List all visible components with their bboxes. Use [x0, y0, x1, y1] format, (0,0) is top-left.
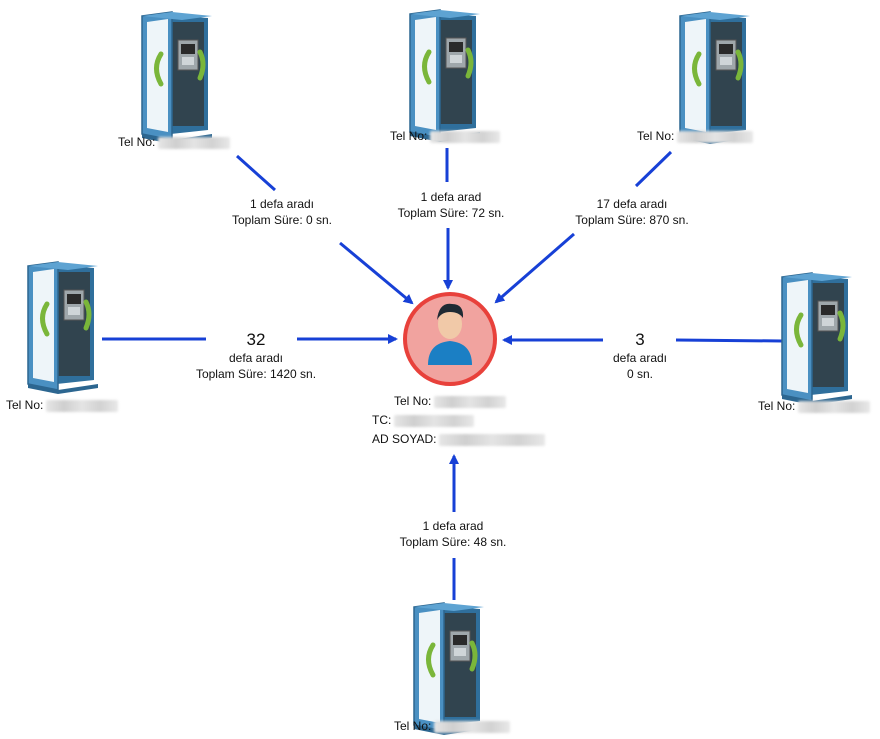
edge-total-duration: Toplam Süre: 48 sn.	[399, 535, 507, 549]
tel-no-label: Tel No:	[394, 719, 432, 733]
phone-booth-top-right-icon	[680, 12, 750, 144]
edge-call-count-number: 32	[246, 330, 266, 349]
phone-label-right: Tel No:	[758, 398, 871, 414]
phone-label-left: Tel No:	[6, 397, 119, 413]
redacted-number	[798, 400, 871, 413]
edge-label-left: 32 defa aradı Toplam Süre: 1420 sn.	[186, 330, 326, 382]
edge-call-count: defa aradı	[228, 351, 284, 365]
tel-no-label: Tel No:	[390, 129, 428, 143]
edge-top-right-arrow	[634, 150, 673, 188]
edge-total-duration: Toplam Süre: 72 sn.	[397, 206, 505, 220]
center-tel-text: Tel No:	[394, 394, 432, 408]
center-tc-text: TC:	[372, 413, 392, 427]
redacted-name	[439, 433, 546, 446]
edges	[102, 148, 783, 600]
edge-total-duration: Toplam Süre: 870 sn.	[575, 213, 689, 227]
center-name-text: AD SOYAD:	[372, 432, 437, 446]
redacted-number	[158, 136, 231, 149]
tel-no-label: Tel No:	[118, 135, 156, 149]
tel-no-label: Tel No:	[6, 398, 44, 412]
phone-booth-bottom-icon	[414, 603, 484, 735]
edge-call-count: defa aradı	[612, 351, 668, 365]
redacted-number	[430, 130, 501, 143]
edge-label-right: 3 defa aradı 0 sn.	[598, 330, 682, 382]
edge-total-duration: 0 sn.	[626, 367, 653, 381]
phone-booth-top-center-icon	[410, 10, 480, 142]
person-avatar-icon	[428, 303, 472, 365]
redacted-number	[434, 720, 511, 733]
phone-label-top-right: Tel No:	[637, 128, 754, 144]
phone-label-bottom: Tel No:	[394, 718, 511, 734]
center-tel-label: Tel No:	[394, 393, 507, 409]
redacted-number	[46, 399, 119, 412]
phone-label-top-left: Tel No:	[118, 134, 231, 150]
center-tc-label: TC:	[372, 412, 475, 428]
edge-top-left-arrow	[235, 154, 277, 192]
edge-label-top-left: 1 defa aradı Toplam Süre: 0 sn.	[222, 196, 342, 228]
edge-top-left-arrow-head	[339, 241, 414, 305]
center-person-node	[403, 292, 497, 386]
phone-booth-left-icon	[28, 262, 98, 394]
edge-call-count: 1 defa arad	[422, 519, 484, 533]
edge-label-bottom: 1 defa arad Toplam Süre: 48 sn.	[388, 518, 518, 550]
center-name-label: AD SOYAD:	[372, 431, 546, 447]
phone-label-top-center: Tel No:	[390, 128, 501, 144]
edge-total-duration: Toplam Süre: 0 sn.	[231, 213, 333, 227]
tel-no-label: Tel No:	[637, 129, 675, 143]
edge-label-top-right: 17 defa aradı Toplam Süre: 870 sn.	[566, 196, 698, 228]
edge-call-count: 1 defa arad	[420, 190, 482, 204]
edge-call-count-number: 3	[635, 330, 645, 349]
edge-top-right-arrow-head	[494, 232, 575, 304]
edge-label-top-center: 1 defa arad Toplam Süre: 72 sn.	[386, 189, 516, 221]
edge-right-arrow	[675, 338, 783, 343]
phone-booth-right-icon	[782, 273, 852, 405]
tel-no-label: Tel No:	[758, 399, 796, 413]
edge-call-count: 1 defa aradı	[249, 197, 315, 211]
redacted-number	[677, 130, 754, 143]
redacted-number	[434, 395, 507, 408]
edge-call-count: 17 defa aradı	[596, 197, 668, 211]
phone-booth-top-left-icon	[142, 12, 212, 144]
redacted-tc	[394, 414, 475, 427]
edge-total-duration: Toplam Süre: 1420 sn.	[195, 367, 317, 381]
